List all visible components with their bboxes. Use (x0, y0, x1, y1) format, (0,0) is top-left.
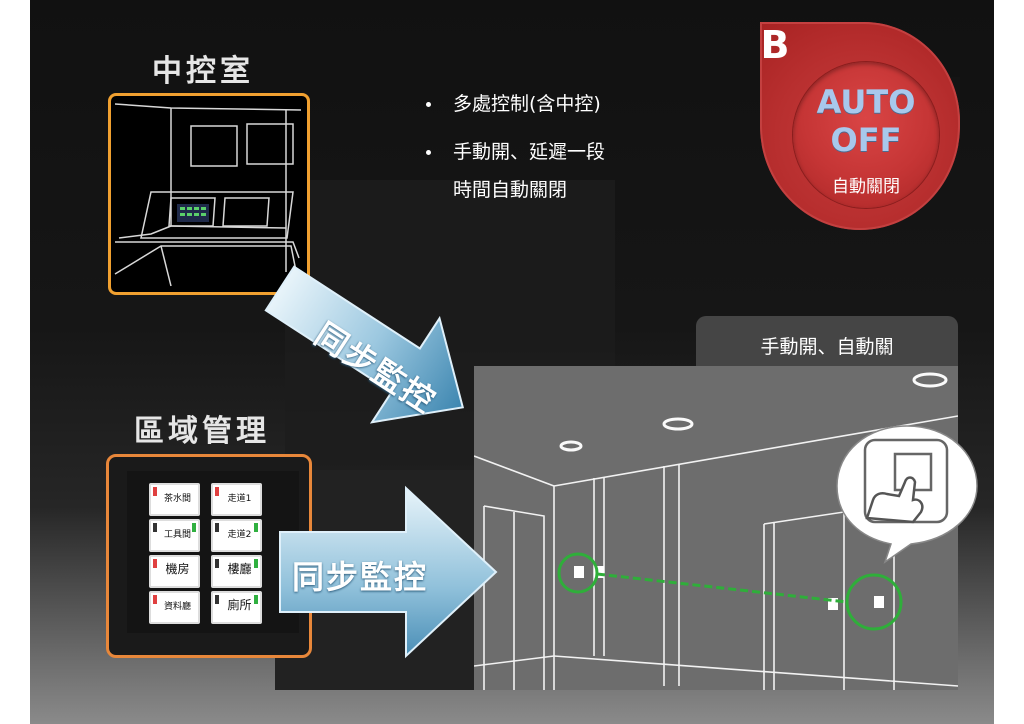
feature-item: 多處控制(含中控) (426, 92, 605, 116)
zone-management-title: 區域管理 (134, 414, 270, 449)
zone-switch-label: 走道1 (227, 494, 252, 504)
press-switch-icon (833, 422, 981, 564)
room-mode-label: 手動開、自動關 (760, 336, 894, 358)
feature-continuation: 時間自動關閉 (426, 178, 605, 202)
zone-switch-label: 機房 (165, 562, 190, 576)
status-led-green (254, 595, 258, 604)
status-led-green (254, 523, 258, 532)
badge-line2: OFF (830, 121, 902, 159)
control-room-illustration (108, 93, 310, 295)
badge-line1: AUTO (816, 83, 916, 121)
zone-switch[interactable]: 茶水間 (149, 483, 200, 516)
feature-item: 手動開、延遲一段 (426, 140, 605, 164)
feature-text: 多處控制(含中控) (453, 93, 601, 115)
bullet-icon (426, 149, 431, 155)
status-led (215, 595, 219, 604)
status-led-green (254, 559, 258, 568)
zone-switch-label: 資料廳 (163, 602, 191, 612)
corridor-illustration (474, 366, 958, 690)
hand-switch-drawing (836, 425, 978, 564)
zone-switch[interactable]: 機房 (149, 555, 200, 588)
feature-list: 多處控制(含中控) 手動開、延遲一段 時間自動關閉 (426, 92, 605, 226)
status-led-green (192, 523, 196, 532)
zone-switch[interactable]: 廁所 (211, 591, 262, 624)
zone-switch[interactable]: 走道2 (211, 519, 262, 552)
slide: 中控室 (30, 0, 994, 724)
badge-disc: AUTO OFF 自動關閉 (793, 62, 939, 208)
status-led (215, 523, 219, 532)
zone-switch[interactable]: 工具間 (149, 519, 200, 552)
status-led (153, 487, 157, 496)
zone-switch[interactable]: 樓廳 (211, 555, 262, 588)
sync-link-line (596, 572, 848, 604)
status-led (215, 559, 219, 568)
bullet-icon (426, 101, 431, 107)
zone-switch-label: 樓廳 (227, 562, 252, 576)
zone-switch-label: 工具間 (163, 530, 191, 540)
badge-letter: B (760, 23, 790, 67)
zone-switch-label: 走道2 (227, 530, 252, 540)
feature-continuation-text: 時間自動關閉 (453, 179, 568, 201)
control-room-title: 中控室 (152, 54, 254, 89)
zone-switch[interactable]: 資料廳 (149, 591, 200, 624)
room-mode-tab: 手動開、自動關 (696, 316, 958, 374)
status-led (153, 523, 157, 532)
switch-highlight-right (845, 573, 903, 631)
switch-panel: 茶水間 走道1 工具間 走道2 機房 樓廳 資料廳 廁所 (127, 471, 299, 633)
lower-arrow-label: 同步監控 (292, 558, 429, 596)
auto-off-badge: B AUTO OFF 自動關閉 (755, 22, 960, 230)
zone-switch[interactable]: 走道1 (211, 483, 262, 516)
status-led (153, 559, 157, 568)
control-room-drawing (114, 103, 302, 287)
zone-switch-label: 廁所 (227, 598, 252, 612)
badge-caption: 自動關閉 (832, 177, 900, 197)
status-led (215, 487, 219, 496)
zone-switch-label: 茶水間 (163, 494, 191, 504)
switch-highlight-left (557, 552, 599, 594)
feature-text: 手動開、延遲一段 (453, 141, 606, 163)
status-led (153, 595, 157, 604)
